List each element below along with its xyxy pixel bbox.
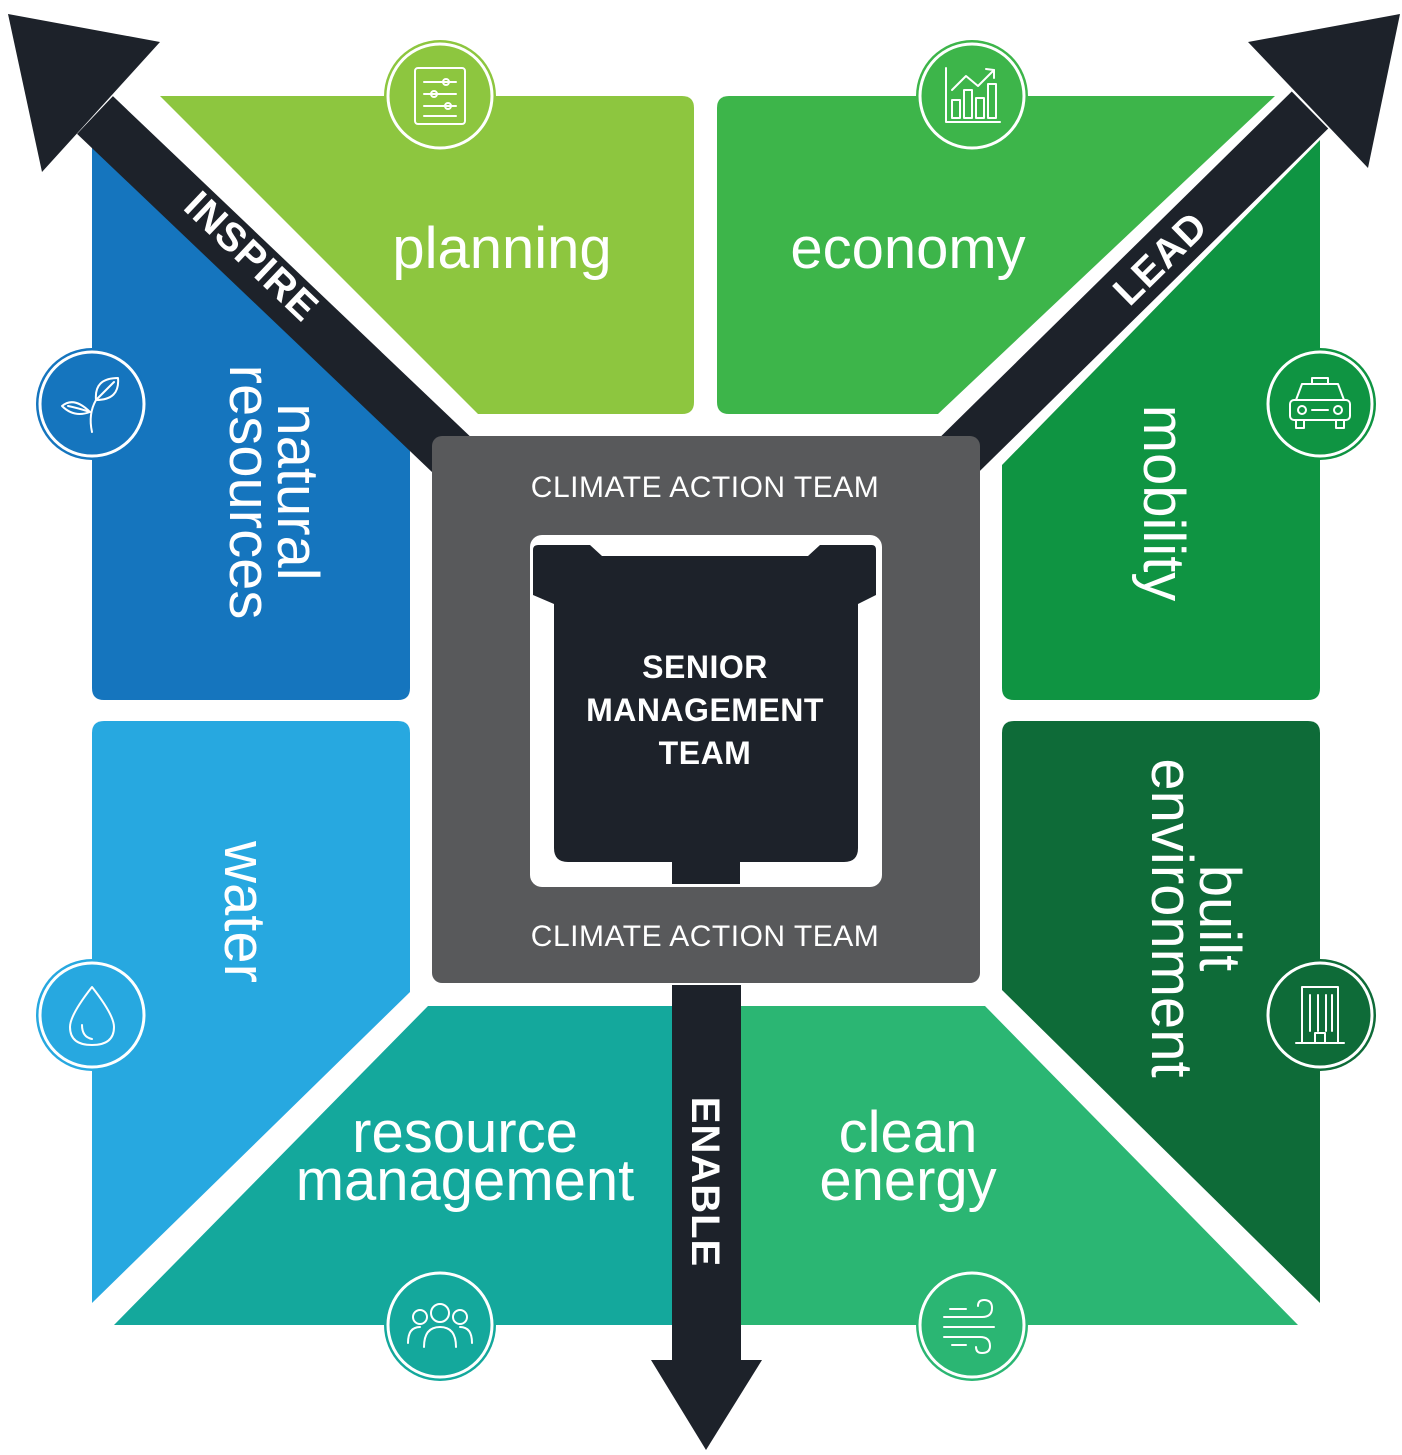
- inspire-arrow-shaft: [77, 96, 473, 477]
- enable-arrow-head: [651, 1360, 762, 1450]
- natural-resources-label: natural resources: [217, 365, 330, 620]
- mobility-label: mobility: [1131, 405, 1196, 602]
- clean-energy-label-line-1: clean: [839, 1100, 978, 1165]
- senior-label-line-3: TEAM: [659, 735, 752, 771]
- climate-action-team-top-label: CLIMATE ACTION TEAM: [531, 471, 879, 504]
- clean-energy-label-line-2: energy: [819, 1148, 996, 1213]
- resource-management-label-line-2: management: [296, 1148, 635, 1213]
- enable-arrow-shaft: [672, 985, 741, 1365]
- senior-label-line-1: SENIOR: [642, 649, 768, 685]
- car-icon: [1264, 348, 1376, 460]
- people-icon: [384, 1269, 496, 1381]
- lead-arrow-head: [1248, 14, 1400, 168]
- built-environment-panel: [1002, 721, 1320, 1303]
- senior-management-team-box: [533, 545, 876, 884]
- leaf-icon: [36, 348, 148, 460]
- built-environment-label: built environment: [1139, 758, 1252, 1077]
- mobility-panel: [1002, 140, 1320, 700]
- natural-resources-panel: [92, 146, 410, 700]
- growth-chart-icon: [916, 40, 1028, 152]
- people-icon-disc: [384, 1269, 496, 1381]
- inspire-arrow: [8, 14, 473, 477]
- car-icon-disc: [1264, 348, 1376, 460]
- water-panel: [92, 721, 410, 1303]
- enable-label: ENABLE: [683, 1097, 727, 1267]
- building-icon-disc: [1264, 959, 1376, 1071]
- inspire-arrow-head: [8, 14, 160, 172]
- wind-icon: [916, 1269, 1028, 1381]
- water-drop-icon-disc: [36, 959, 148, 1071]
- lead-arrow: [937, 14, 1400, 477]
- leaf-icon-disc: [36, 348, 148, 460]
- water-label: water: [212, 840, 277, 983]
- resource-management-label-line-1: resource: [352, 1100, 578, 1165]
- lead-arrow-shaft: [937, 91, 1329, 477]
- planning-label: planning: [392, 216, 611, 281]
- built-environment-label-line-1: built: [1187, 865, 1252, 971]
- senior-label-line-2: MANAGEMENT: [586, 692, 824, 728]
- building-icon: [1264, 959, 1376, 1071]
- resource-management-panel: [114, 1006, 672, 1325]
- clean-energy-panel: [741, 1006, 1298, 1325]
- enable-arrow: [651, 985, 762, 1450]
- built-environment-label-line-2: environment: [1139, 758, 1204, 1077]
- sliders-icon-disc: [384, 40, 496, 152]
- climate-action-team-bottom-label: CLIMATE ACTION TEAM: [531, 920, 879, 953]
- natural-resources-label-line-1: natural: [265, 403, 330, 580]
- water-drop-icon: [36, 959, 148, 1071]
- economy-label: economy: [790, 216, 1025, 281]
- planning-panel: [160, 96, 694, 414]
- natural-resources-label-line-2: resources: [217, 365, 282, 620]
- economy-panel: [717, 96, 1275, 414]
- sliders-icon: [384, 40, 496, 152]
- wind-icon-disc: [916, 1269, 1028, 1381]
